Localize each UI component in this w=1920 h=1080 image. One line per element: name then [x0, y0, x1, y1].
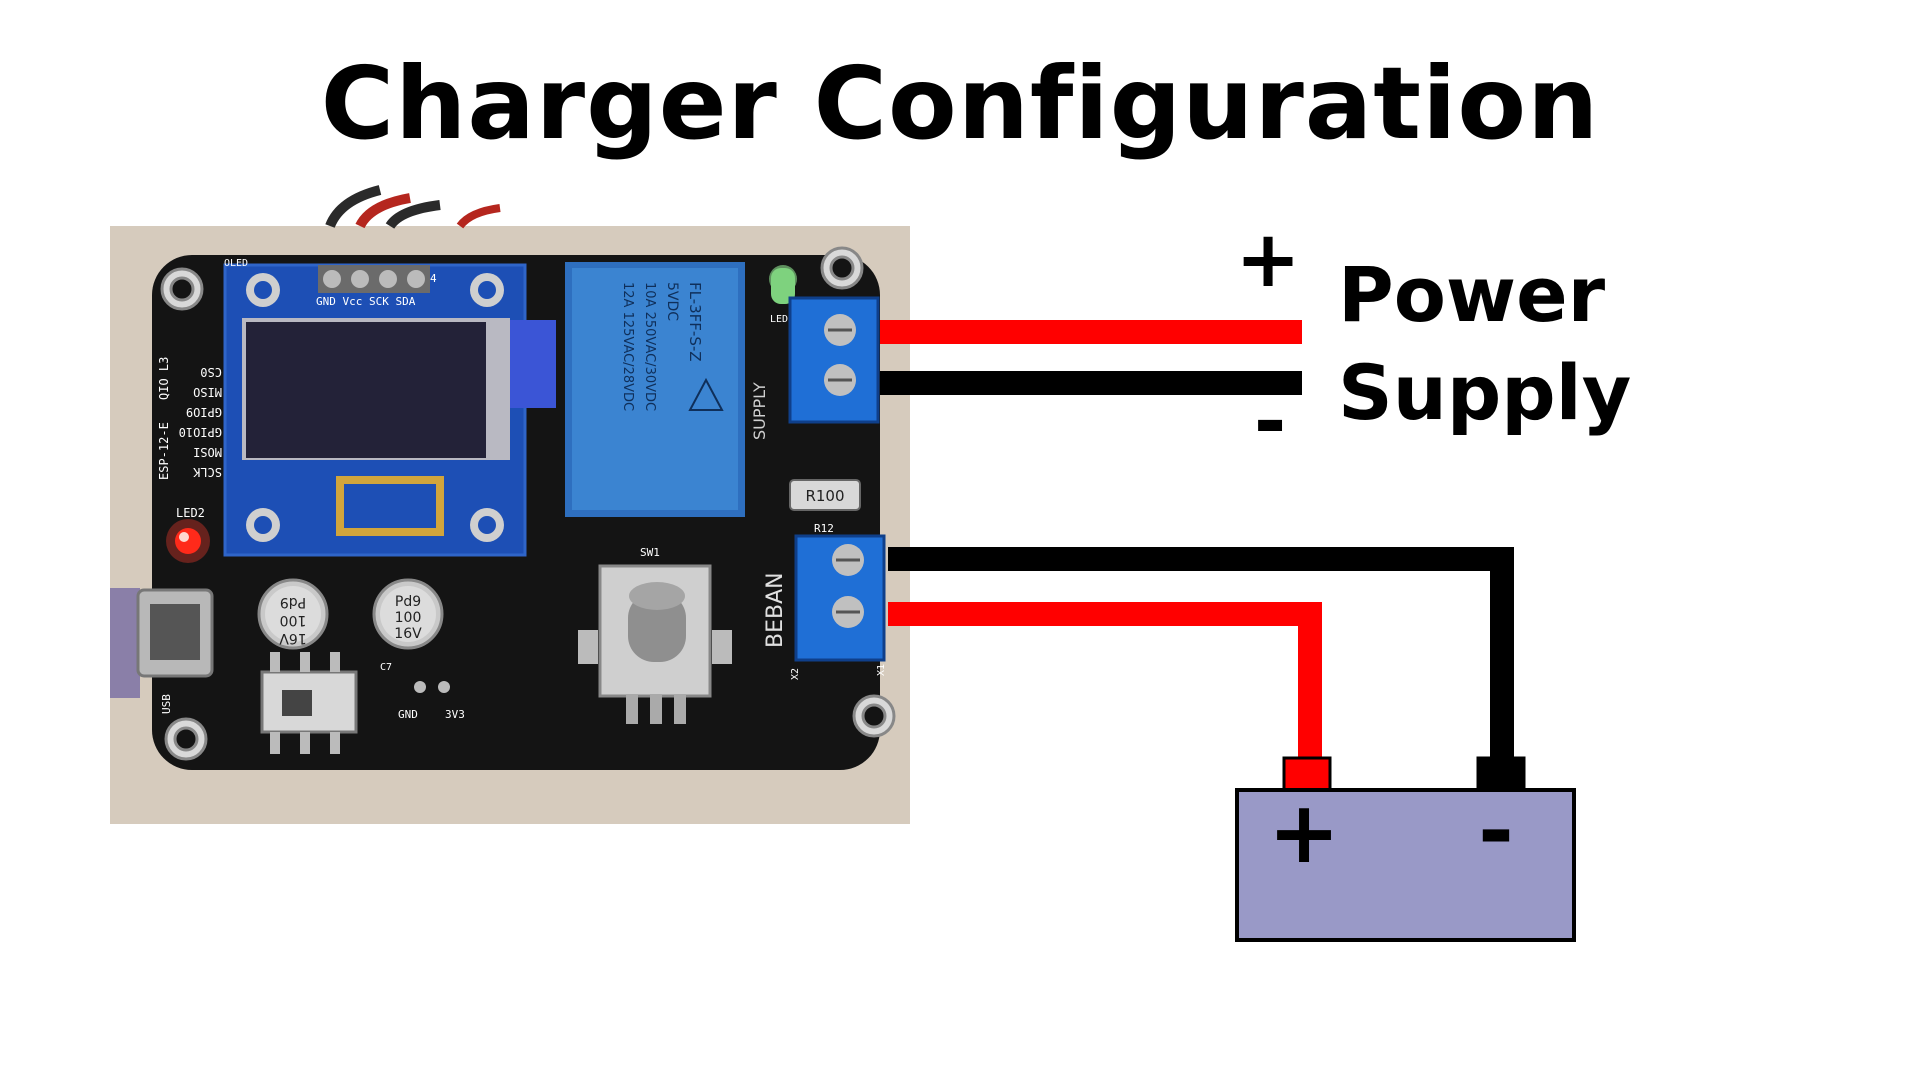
- svg-text:12A 125VAC/28VDC: 12A 125VAC/28VDC: [620, 282, 635, 411]
- wires: [880, 320, 1514, 760]
- led2-red: LED2: [166, 506, 210, 563]
- power-supply-symbols: + -: [1235, 215, 1300, 467]
- svg-text:5VDC: 5VDC: [664, 282, 680, 321]
- load-terminal-block: R12 BEBAN X2 X1: [763, 522, 887, 680]
- esp-pin-labels: CS0 MISO GPIO9 GPIO10 MOSI SCLK ESP-12-E…: [157, 357, 222, 480]
- svg-text:SW1: SW1: [640, 546, 660, 559]
- relay: FL-3FF-S-Z 5VDC 10A 250VAC/30VDC 12A 125…: [565, 262, 745, 517]
- usb-port: USB: [110, 588, 214, 714]
- capacitor-2: Pd9 100 16V C7: [372, 578, 444, 673]
- svg-text:16V: 16V: [279, 630, 307, 646]
- svg-text:R12: R12: [814, 522, 834, 535]
- battery-negative-symbol: -: [1478, 781, 1514, 881]
- diagram-title: Charger Configuration: [320, 45, 1600, 162]
- svg-text:100: 100: [395, 610, 422, 626]
- rotary-encoder: SW1: [578, 546, 732, 724]
- svg-text:CS0: CS0: [200, 365, 222, 379]
- display-ref: OLED: [224, 258, 248, 269]
- battery-negative-terminal: [1476, 756, 1526, 792]
- header-pin-number: 4: [430, 272, 437, 285]
- supply-positive-symbol: +: [1235, 215, 1300, 305]
- battery-body: [1235, 788, 1576, 942]
- svg-text:Pd9: Pd9: [280, 594, 306, 610]
- svg-text:ESP-12-E: ESP-12-E: [157, 422, 171, 480]
- battery: + -: [1235, 756, 1576, 942]
- svg-text:BEBAN: BEBAN: [763, 572, 788, 648]
- svg-text:SUPPLY: SUPPLY: [750, 382, 769, 440]
- oled-display: GND Vcc SCK SDA 4 OLED: [223, 258, 556, 557]
- supply-terminal-block: SUPPLY: [750, 296, 880, 440]
- led1-green: LED: [769, 265, 797, 325]
- battery-negative-wire: [888, 547, 1514, 760]
- svg-text:3V3: 3V3: [445, 708, 465, 721]
- svg-text:USB: USB: [160, 694, 173, 714]
- power-supply-label-line1: Power: [1338, 250, 1606, 339]
- battery-positive-terminal: [1282, 756, 1332, 792]
- board-photo: GND Vcc SCK SDA 4 OLED CS0 MISO GPIO9 GP…: [110, 185, 910, 824]
- svg-text:SCLK: SCLK: [192, 465, 222, 479]
- svg-text:GPIO9: GPIO9: [186, 405, 222, 419]
- svg-text:C7: C7: [380, 662, 392, 673]
- svg-text:FL-3FF-S-Z: FL-3FF-S-Z: [686, 282, 704, 362]
- svg-text:16V: 16V: [394, 626, 422, 642]
- battery-positive-symbol: +: [1268, 783, 1340, 883]
- svg-text:MISO: MISO: [193, 385, 222, 399]
- svg-text:LED2: LED2: [176, 506, 205, 520]
- svg-text:100: 100: [280, 612, 307, 628]
- svg-text:X2: X2: [790, 668, 801, 680]
- svg-text:10A 250VAC/30VDC: 10A 250VAC/30VDC: [642, 282, 657, 411]
- battery-positive-wire: [888, 602, 1322, 760]
- svg-text:GPIO10: GPIO10: [179, 425, 222, 439]
- svg-text:MOSI: MOSI: [193, 445, 222, 459]
- svg-text:QIO L3: QIO L3: [157, 357, 171, 400]
- resistor-r100: R100: [789, 479, 861, 511]
- slide-switch: [260, 652, 358, 754]
- power-pads: GND 3V3: [398, 681, 465, 721]
- svg-text:LED: LED: [770, 314, 788, 325]
- svg-text:GND: GND: [398, 708, 418, 721]
- svg-text:Pd9: Pd9: [395, 594, 421, 610]
- svg-text:X1: X1: [876, 664, 887, 676]
- power-supply-label-line2: Supply: [1338, 348, 1632, 437]
- display-header-labels: GND Vcc SCK SDA: [316, 295, 416, 308]
- svg-text:R100: R100: [805, 487, 844, 505]
- mounting-holes: [160, 246, 896, 761]
- capacitor-1: 16V 100 Pd9: [257, 578, 329, 650]
- supply-negative-symbol: -: [1254, 377, 1286, 467]
